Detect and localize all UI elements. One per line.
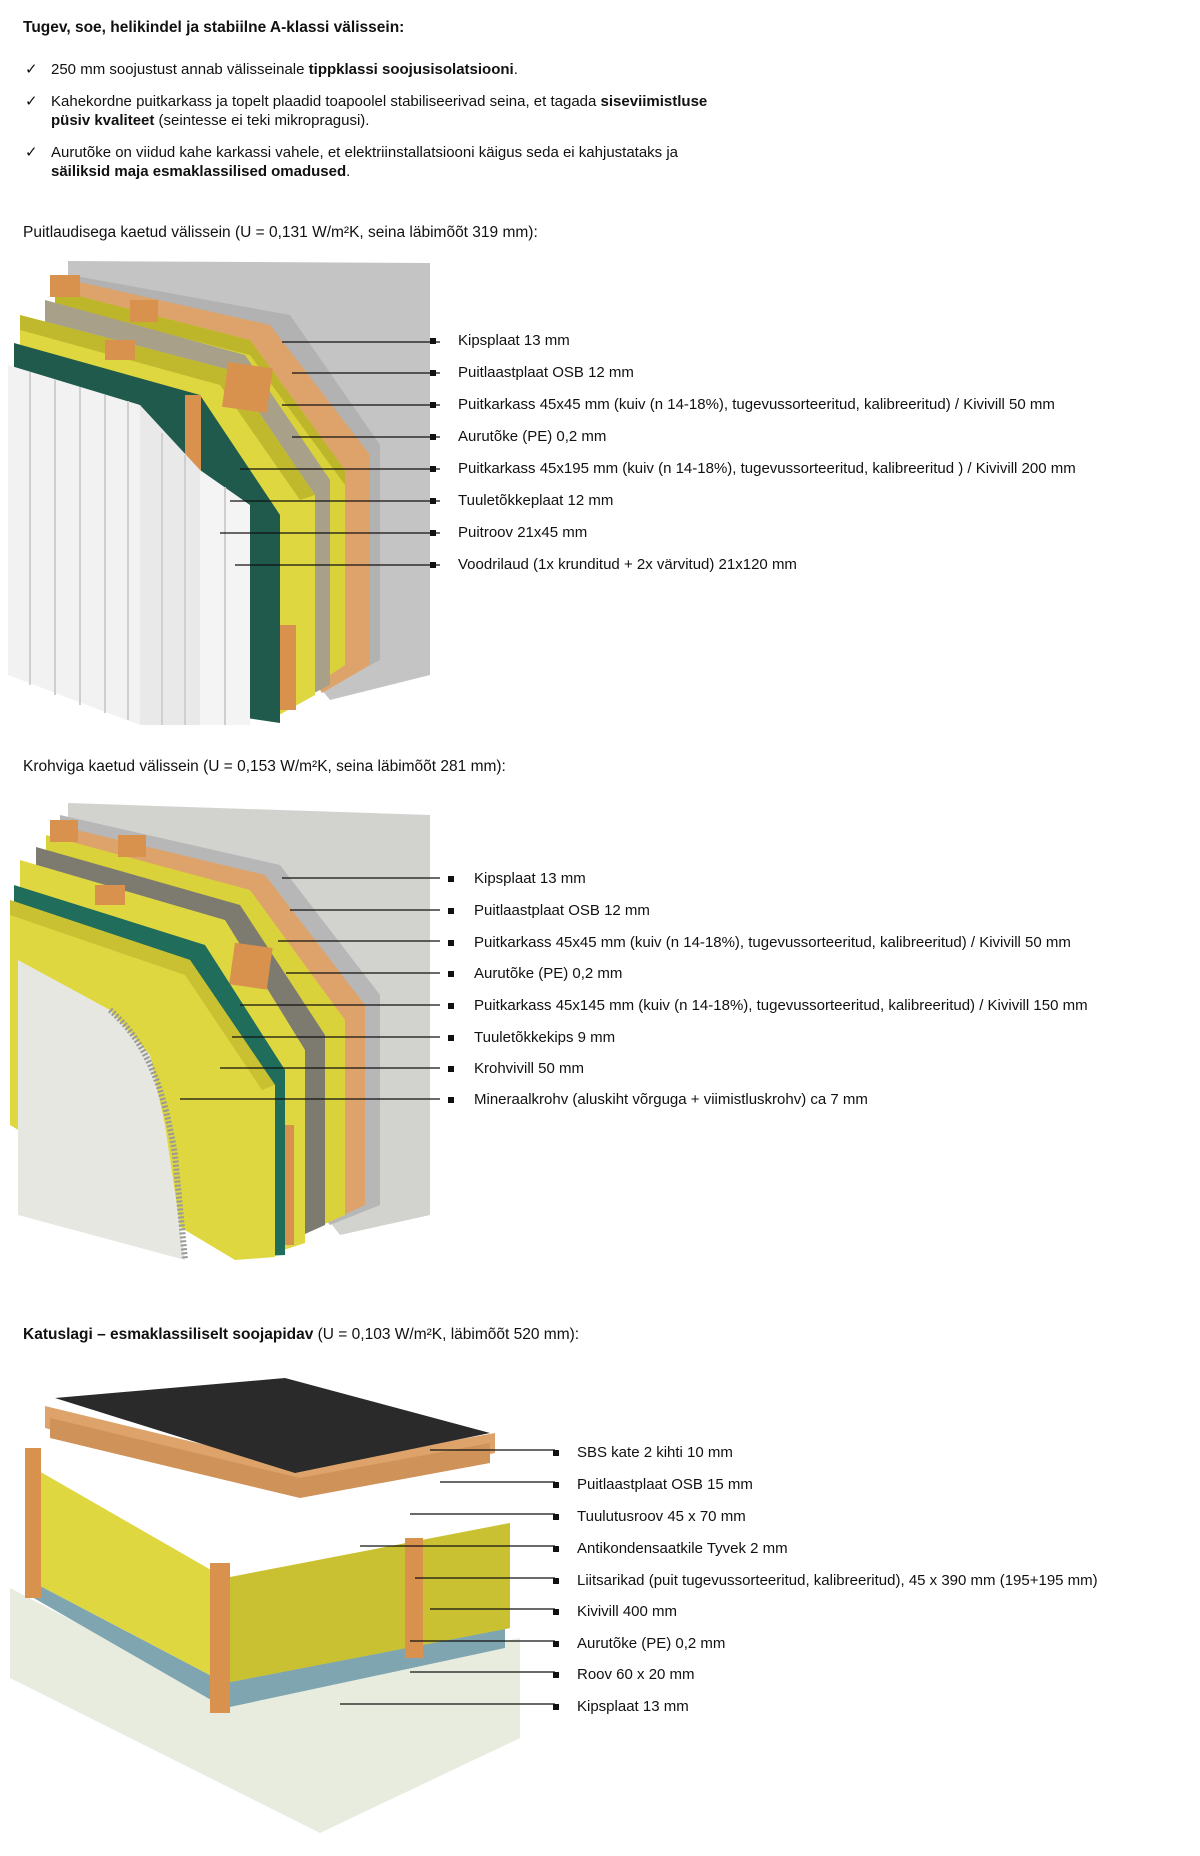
wood-stud (50, 275, 80, 297)
section-caption-wood-wall: Puitlaudisega kaetud välissein (U = 0,13… (23, 224, 538, 241)
mineral-plaster (18, 960, 185, 1260)
feature-item: ✓ Aurutõke on viidud kahe karkassi vahel… (23, 143, 723, 181)
layer-label: Roov 60 x 20 mm (577, 1666, 695, 1683)
layer-label: Aurutõke (PE) 0,2 mm (577, 1635, 726, 1652)
layer-label: Krohvivill 50 mm (474, 1060, 585, 1077)
roof-ceiling-illustration (10, 1378, 555, 1833)
wood-wall-legend: Kipsplaat 13 mm Puitlaastplaat OSB 12 mm… (430, 332, 1190, 592)
layer-label: SBS kate 2 kihti 10 mm (577, 1444, 733, 1461)
feature-list: ✓ 250 mm soojustust annab välisseinale t… (23, 60, 723, 194)
legend-bullets (448, 876, 454, 1103)
feature-text-end: . (346, 163, 351, 180)
layer-label: Kipsplaat 13 mm (458, 332, 570, 349)
feature-emphasis: tippklassi soojusisolatsiooni (308, 61, 514, 78)
layer-label: Aurutõke (PE) 0,2 mm (458, 428, 607, 445)
feature-text: 250 mm soojustust annab välisseinale (51, 61, 309, 78)
layer-label: Antikondensaatkile Tyvek 2 mm (577, 1540, 788, 1557)
layer-label: Kipsplaat 13 mm (474, 870, 586, 887)
gypsum-ceiling (10, 1588, 520, 1833)
layer-label: Mineraalkrohv (aluskiht võrguga + viimis… (474, 1091, 868, 1108)
feature-emphasis: säiliksid maja esmaklassilised omadused (51, 163, 347, 180)
layer-label: Puitkarkass 45x195 mm (kuiv (n 14-18%), … (458, 460, 1076, 477)
wood-stud (105, 340, 135, 360)
leader-lines (220, 341, 440, 566)
layer-label: Tuuletõkkekips 9 mm (474, 1029, 616, 1046)
wood-stud (118, 835, 146, 857)
layer-label: Kivivill 400 mm (577, 1603, 678, 1620)
plaster-wall-illustration (10, 803, 440, 1261)
checkmark-icon: ✓ (25, 61, 38, 78)
rafter (210, 1563, 230, 1713)
checkmark-icon: ✓ (25, 93, 38, 110)
wood-stud (229, 942, 273, 990)
feature-text: Aurutõke on viidud kahe karkassi vahele,… (51, 144, 679, 161)
layer-label: Aurutõke (PE) 0,2 mm (474, 965, 623, 982)
leader-lines (340, 1449, 555, 1705)
roof-legend: SBS kate 2 kihti 10 mm Puitlaastplaat OS… (553, 1444, 1193, 1744)
plaster-wall-legend: Kipsplaat 13 mm Puitlaastplaat OSB 12 mm… (448, 870, 1198, 1130)
legend-bullets (553, 1450, 559, 1710)
layer-label: Puitkarkass 45x145 mm (kuiv (n 14-18%), … (474, 997, 1088, 1014)
wood-clad-wall-illustration (8, 261, 440, 725)
feature-text: Kahekordne puitkarkass ja topelt plaadid… (51, 93, 601, 110)
feature-text-end: (seintesse ei teki mikropragusi). (154, 112, 370, 129)
layer-label: Puitlaastplaat OSB 12 mm (474, 902, 650, 919)
section-caption-roof: Katuslagi – esmaklassiliselt soojapidav … (23, 1326, 579, 1344)
layer-label: Puitkarkass 45x45 mm (kuiv (n 14-18%), t… (474, 934, 1071, 951)
layer-label: Tuulutusroov 45 x 70 mm (577, 1508, 746, 1525)
layer-label: Kipsplaat 13 mm (577, 1698, 689, 1715)
caption-emphasis: Katuslagi – esmaklassiliselt soojapidav (23, 1326, 314, 1343)
wood-stud (50, 820, 78, 842)
wood-stud (95, 885, 125, 905)
page-heading: Tugev, soe, helikindel ja stabiilne A-kl… (23, 19, 405, 36)
layer-label: Tuuletõkkeplaat 12 mm (458, 492, 614, 509)
feature-item: ✓ 250 mm soojustust annab välisseinale t… (23, 60, 723, 79)
caption-text: (U = 0,103 W/m²K, läbimõõt 520 mm): (313, 1326, 580, 1343)
siding (8, 365, 250, 725)
feature-text-end: . (513, 61, 518, 78)
layer-label: Puitlaastplaat OSB 12 mm (458, 364, 634, 381)
feature-item: ✓ Kahekordne puitkarkass ja topelt plaad… (23, 92, 723, 130)
leader-lines (180, 877, 440, 1100)
wood-stud (222, 362, 273, 413)
layer-label: Puitlaastplaat OSB 15 mm (577, 1476, 753, 1493)
layer-label: Liitsarikad (puit tugevussorteeritud, ka… (577, 1572, 1098, 1589)
wood-stud (130, 300, 158, 322)
section-caption-plaster-wall: Krohviga kaetud välissein (U = 0,153 W/m… (23, 758, 506, 775)
sbs-roofing (55, 1378, 490, 1473)
feature-emphasis: siseviimistluse püsiv kvaliteet (51, 93, 708, 129)
checkmark-icon: ✓ (25, 144, 38, 161)
vapour-barrier (25, 1578, 505, 1708)
plaster-mesh (108, 1007, 188, 1261)
rafter (405, 1538, 423, 1658)
rafter (25, 1448, 41, 1598)
layer-label: Voodrilaud (1x krunditud + 2x värvitud) … (458, 556, 797, 573)
layer-label: Puitkarkass 45x45 mm (kuiv (n 14-18%), t… (458, 396, 1055, 413)
legend-bullets (430, 338, 436, 568)
layer-label: Puitroov 21x45 mm (458, 524, 588, 541)
